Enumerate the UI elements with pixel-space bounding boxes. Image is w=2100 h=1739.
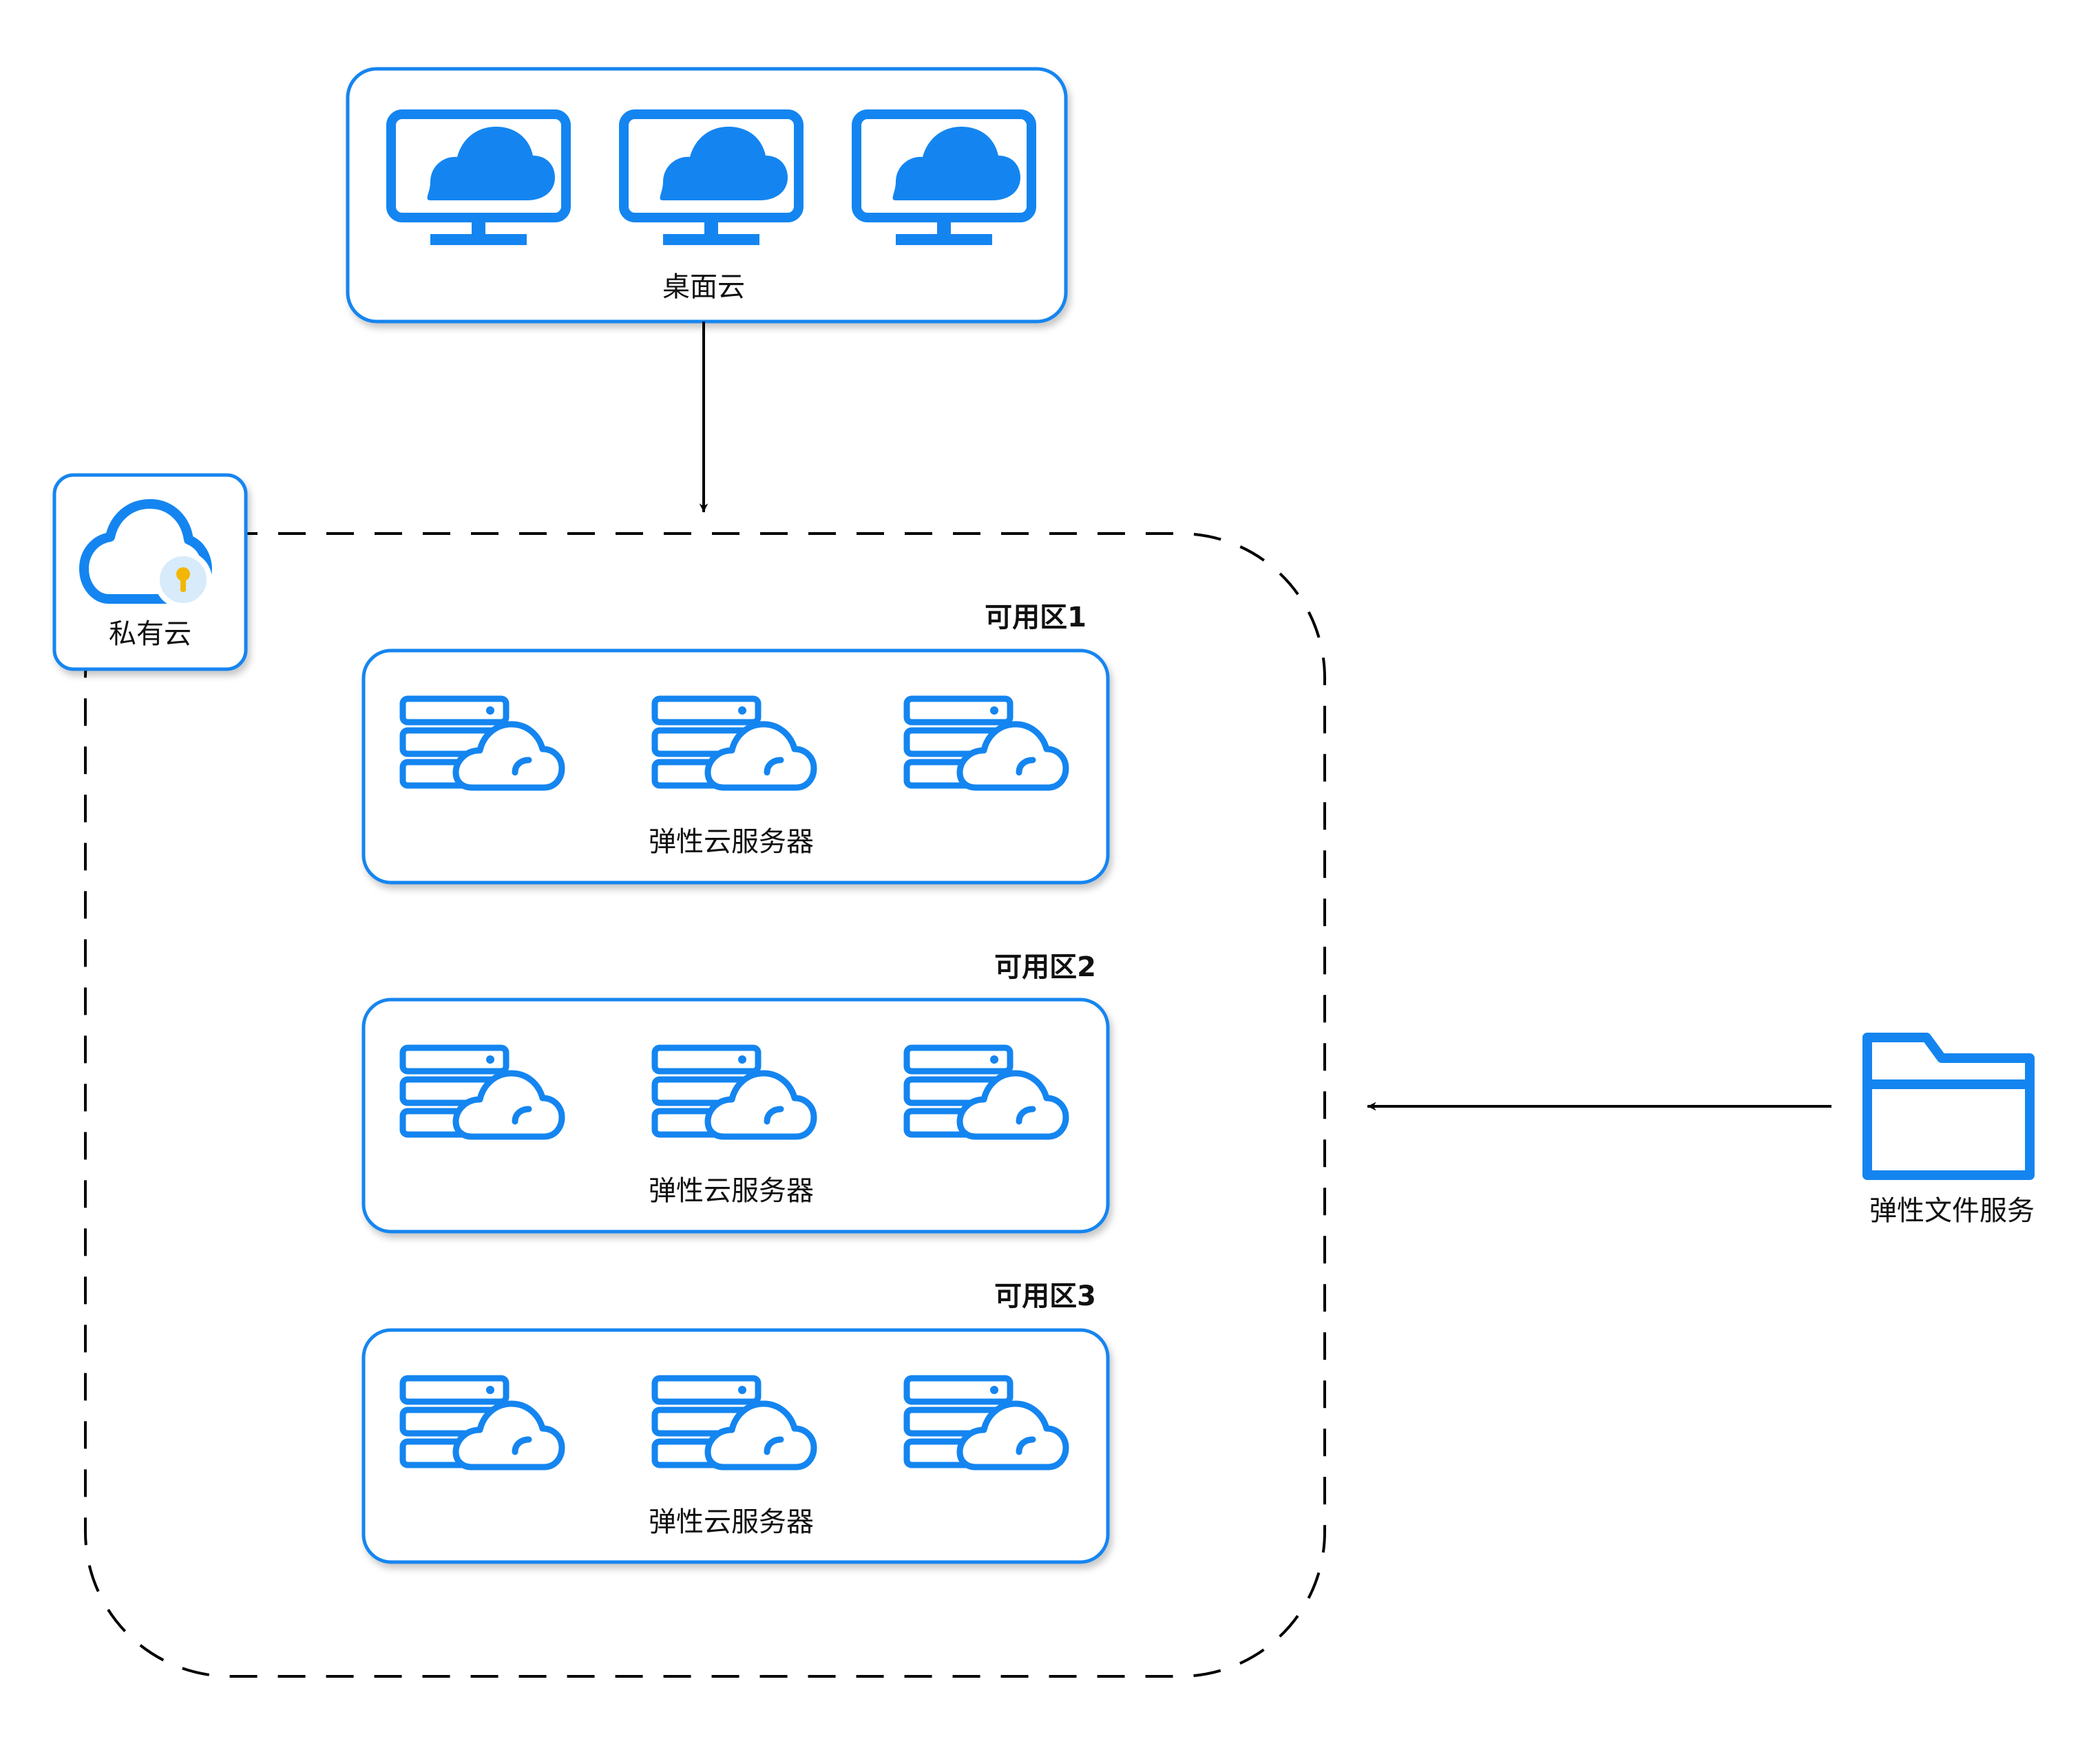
zone-title: 可用区3 [994, 1280, 1096, 1312]
desktop-cloud-label: 桌面云 [662, 271, 745, 303]
folder-icon [1867, 1037, 2030, 1175]
file-service-label: 弹性文件服务 [1869, 1195, 2035, 1227]
zone-label: 弹性云服务器 [649, 826, 814, 858]
file-service-node[interactable]: 弹性文件服务 [1867, 1037, 2035, 1227]
zone-title: 可用区2 [994, 951, 1096, 983]
desktop-cloud-group[interactable]: 桌面云 [346, 67, 1068, 324]
zone-title: 可用区1 [985, 602, 1086, 633]
availability-zone-1[interactable]: 可用区1 弹性云服务器 [361, 602, 1110, 885]
private-cloud-boundary [84, 532, 1326, 1678]
zone-label: 弹性云服务器 [649, 1175, 814, 1207]
availability-zone-2[interactable]: 可用区2 弹性云服务器 [361, 951, 1110, 1234]
private-cloud-label: 私有云 [109, 618, 191, 650]
availability-zone-3[interactable]: 可用区3 弹性云服务器 [361, 1280, 1110, 1564]
zone-label: 弹性云服务器 [649, 1506, 814, 1538]
private-cloud-badge[interactable]: 私有云 [52, 473, 248, 671]
